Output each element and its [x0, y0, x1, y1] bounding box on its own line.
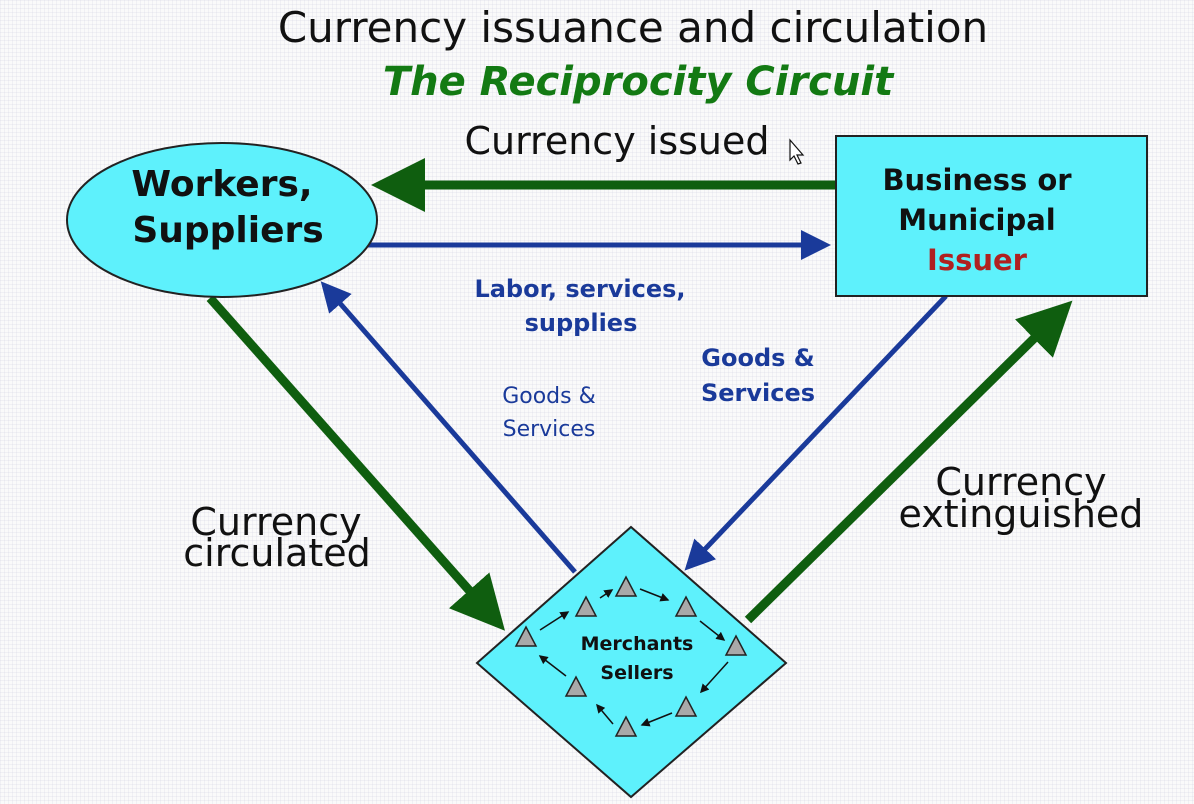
merchants-label-line2: Sellers: [600, 662, 673, 684]
issuer-label-line1: Business or: [882, 163, 1072, 197]
workers-label-line2: Suppliers: [132, 210, 323, 251]
subtitle: The Reciprocity Circuit: [383, 59, 895, 105]
issuer-label-line3: Issuer: [927, 243, 1028, 277]
merchant-triangle-icon: [614, 715, 638, 737]
title: Currency issuance and circulation: [278, 3, 988, 52]
goods-to-merchants-arrow: [684, 294, 948, 571]
merchant-triangle-icon: [674, 695, 698, 717]
labor-label-line1: Labor, services,: [474, 275, 685, 303]
issuer-label-line2: Municipal: [898, 203, 1056, 237]
extinguished-label-line2: extinguished: [899, 492, 1144, 536]
merchant-circulation-arrows: [538, 588, 729, 727]
currency-issued-label: Currency issued: [464, 119, 769, 163]
goods-to-workers-arrow: [320, 281, 577, 574]
merchant-triangle-icon: [614, 575, 638, 597]
mouse-cursor-icon: [789, 138, 805, 165]
merchant-triangle-icon: [514, 625, 538, 647]
merchant-triangle-icon: [724, 634, 748, 656]
merchants-label-line1: Merchants: [581, 633, 694, 655]
issuer-node: [835, 135, 1148, 297]
merchants-node: [475, 525, 788, 799]
circulated-label-line2: circulated: [183, 531, 370, 575]
goods-right-label-line2: Services: [701, 379, 815, 407]
currency-circulated-arrow: [206, 295, 505, 631]
goods-left-label-line1: Goods &: [502, 384, 596, 409]
merchant-triangle-icon: [564, 675, 588, 697]
workers-label-line1: Workers,: [131, 164, 312, 205]
merchant-triangle-icon: [574, 595, 598, 617]
goods-left-label-line2: Services: [503, 417, 596, 442]
merchant-triangle-icon: [674, 595, 698, 617]
circulated-label-line1: Currency: [190, 500, 361, 544]
merchant-circle: [514, 575, 748, 737]
workers-node: [66, 142, 378, 298]
extinguished-label-line1: Currency: [935, 460, 1106, 504]
currency-extinguished-arrow: [744, 300, 1073, 624]
goods-right-label-line1: Goods &: [701, 344, 814, 372]
labor-label-line2: supplies: [525, 309, 638, 337]
